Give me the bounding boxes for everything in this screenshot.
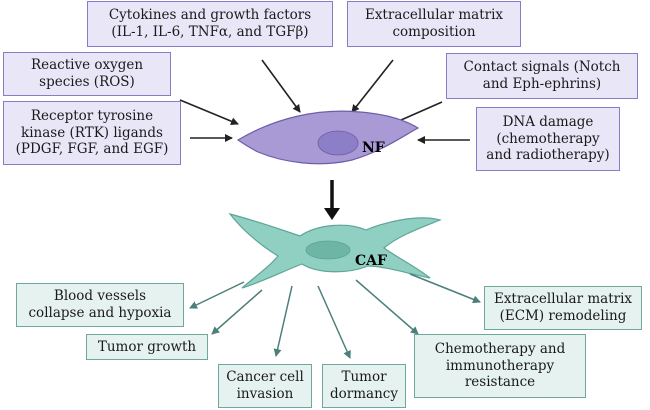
- label-tumor-growth: Tumor growth: [97, 338, 197, 355]
- box-ecm-remodeling: Extracellular matrix (ECM) remodeling: [484, 286, 642, 330]
- arrow-caf-to-chemo: [355, 279, 419, 335]
- box-blood-vessels: Blood vessels collapse and hypoxia: [16, 283, 184, 327]
- label-contact-signals: Contact signals (Notch and Eph-ephrins): [463, 59, 621, 92]
- arrow-ecm-to-nf: [351, 59, 394, 113]
- arrow-caf-to-blood: [189, 281, 245, 309]
- arrow-caf-to-invasion: [273, 285, 293, 357]
- arrow-caf-to-growth: [211, 289, 263, 335]
- nf-nucleus: [317, 130, 359, 156]
- nf-cell: NF: [236, 110, 420, 165]
- box-cytokines: Cytokines and growth factors (IL-1, IL-6…: [87, 1, 333, 47]
- label-chemo-resistance: Chemotherapy and immunotherapy resistanc…: [434, 340, 566, 391]
- label-cytokines: Cytokines and growth factors (IL-1, IL-6…: [108, 7, 312, 40]
- caf-cell: CAF: [228, 212, 442, 289]
- box-ecm-composition: Extracellular matrix composition: [347, 1, 521, 47]
- caf-nucleus: [305, 240, 351, 260]
- box-tumor-dormancy: Tumor dormancy: [322, 364, 406, 408]
- box-dna-damage: DNA damage (chemotherapy and radiotherap…: [476, 107, 620, 171]
- arrow-caf-to-dormancy: [317, 285, 351, 359]
- nf-label: NF: [362, 140, 385, 156]
- arrow-cytokines-to-nf: [261, 59, 301, 113]
- label-ros: Reactive oxygen species (ROS): [30, 57, 144, 90]
- box-rtk-ligands: Receptor tyrosine kinase (RTK) ligands (…: [3, 101, 181, 165]
- label-tumor-dormancy: Tumor dormancy: [330, 369, 398, 402]
- arrow-caf-to-ecm: [409, 273, 481, 304]
- arrow-nf-to-caf-head: [324, 208, 340, 220]
- label-blood-vessels: Blood vessels collapse and hypoxia: [28, 288, 172, 321]
- label-ecm-composition: Extracellular matrix composition: [364, 7, 504, 40]
- box-contact-signals: Contact signals (Notch and Eph-ephrins): [446, 53, 638, 99]
- label-dna-damage: DNA damage (chemotherapy and radiotherap…: [486, 113, 610, 164]
- label-cancer-invasion: Cancer cell invasion: [226, 369, 304, 402]
- box-chemo-resistance: Chemotherapy and immunotherapy resistanc…: [414, 334, 586, 398]
- caf-label: CAF: [355, 253, 387, 269]
- box-ros: Reactive oxygen species (ROS): [3, 52, 171, 96]
- box-cancer-invasion: Cancer cell invasion: [218, 364, 312, 408]
- label-ecm-remodeling: Extracellular matrix (ECM) remodeling: [493, 291, 633, 324]
- label-rtk-ligands: Receptor tyrosine kinase (RTK) ligands (…: [15, 107, 169, 158]
- arrow-ros-to-nf: [179, 99, 239, 126]
- box-tumor-growth: Tumor growth: [86, 334, 208, 360]
